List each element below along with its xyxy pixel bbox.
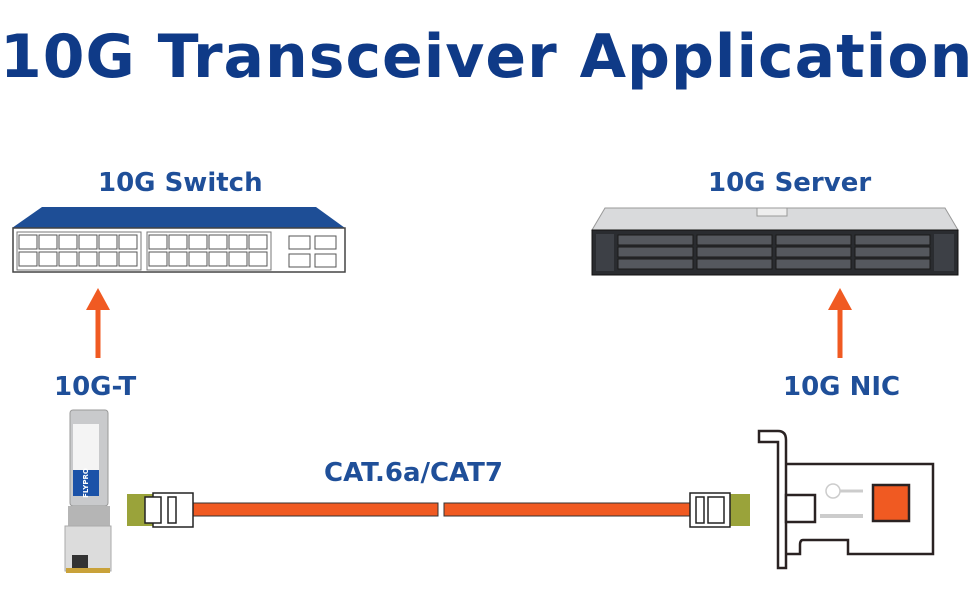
- switch-port: [208, 251, 228, 267]
- switch-port: [188, 251, 208, 267]
- switch-port: [248, 234, 268, 250]
- drive-bay: [617, 246, 694, 258]
- switch-port: [38, 251, 58, 267]
- switch-port: [228, 251, 248, 267]
- drive-bay: [854, 258, 931, 270]
- switch-port: [18, 251, 38, 267]
- server-icon: [591, 207, 959, 276]
- sfp-port: [288, 253, 311, 268]
- switch-port: [98, 234, 118, 250]
- rj45-connector-left: [127, 492, 194, 528]
- transceiver-label: 10G-T: [54, 372, 137, 402]
- drive-bay: [854, 234, 931, 246]
- switch-port: [248, 251, 268, 267]
- arrow-up-icon: [828, 288, 852, 358]
- switch-port: [118, 251, 138, 267]
- ethernet-cable: [127, 492, 750, 528]
- sfp-port: [314, 253, 337, 268]
- switch-port: [208, 234, 228, 250]
- switch-port: [98, 251, 118, 267]
- switch-port: [78, 234, 98, 250]
- drive-bay: [617, 258, 694, 270]
- rj45-connector-right: [689, 492, 750, 528]
- drive-bay: [617, 234, 694, 246]
- transceiver-brand-label: FLYPRO: [82, 468, 90, 498]
- switch-port: [148, 251, 168, 267]
- network-card-icon: [757, 429, 935, 570]
- sfp-port: [314, 235, 337, 250]
- nic-label: 10G NIC: [783, 372, 901, 402]
- switch-port: [18, 234, 38, 250]
- switch-icon: [12, 207, 346, 273]
- switch-label: 10G Switch: [98, 168, 263, 198]
- switch-port: [188, 234, 208, 250]
- switch-port: [148, 234, 168, 250]
- switch-port: [58, 234, 78, 250]
- drive-bay: [854, 246, 931, 258]
- drive-bay: [696, 246, 773, 258]
- switch-port: [38, 234, 58, 250]
- switch-port: [168, 234, 188, 250]
- server-label: 10G Server: [708, 168, 872, 198]
- switch-port: [78, 251, 98, 267]
- sfp-port: [288, 235, 311, 250]
- drive-bay: [775, 258, 852, 270]
- cable-label: CAT.6a/CAT7: [324, 458, 503, 488]
- drive-bay: [775, 234, 852, 246]
- drive-bay: [696, 234, 773, 246]
- page-title: 10G Transceiver Application: [0, 22, 970, 92]
- switch-port: [118, 234, 138, 250]
- drive-bay: [775, 246, 852, 258]
- switch-port: [168, 251, 188, 267]
- drive-bay: [696, 258, 773, 270]
- switch-port: [228, 234, 248, 250]
- arrow-up-icon: [86, 288, 110, 358]
- sfp-transceiver-icon: FLYPRO: [64, 409, 112, 573]
- switch-port: [58, 251, 78, 267]
